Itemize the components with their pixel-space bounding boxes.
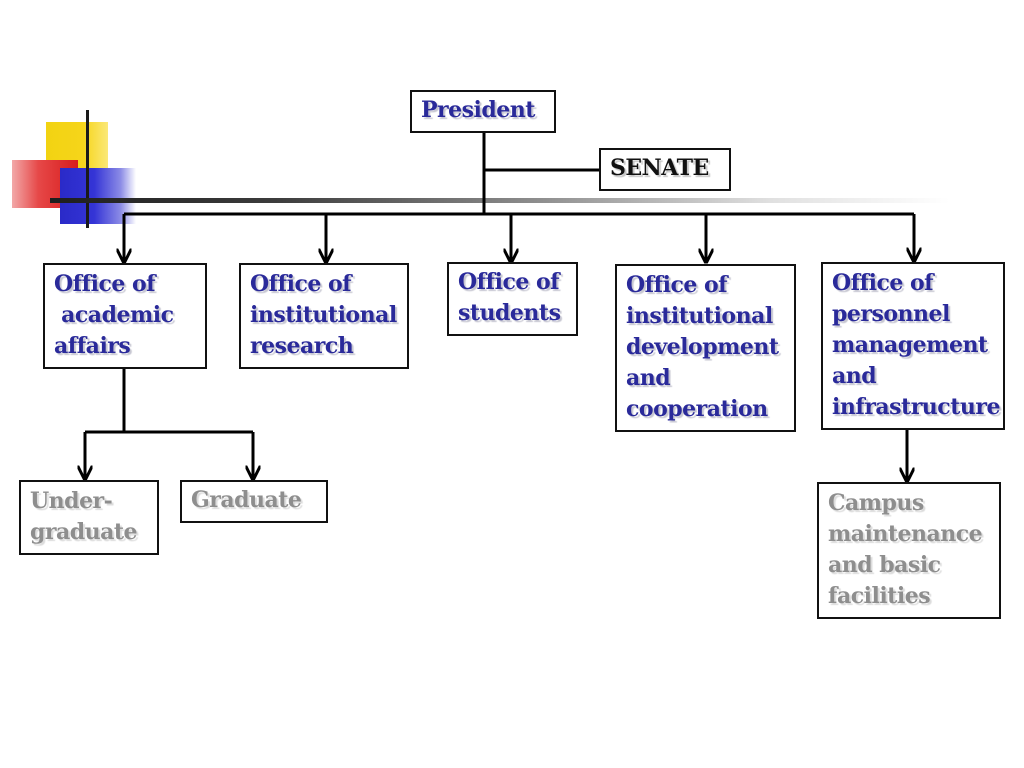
office-personnel-management-box: Office of personnel management and infra… (821, 262, 1005, 430)
office-students-box: Office of students (447, 262, 578, 336)
office-institutional-development-box: Office of institutional development and … (615, 264, 796, 432)
office-institutional-research-box: Office of institutional research (239, 263, 409, 369)
office-academic-affairs-box: Office of academic affairs (43, 263, 207, 369)
decorative-horizontal-line (50, 198, 950, 203)
decorative-vertical-line (86, 110, 89, 228)
senate-box: SENATE (599, 148, 731, 191)
graduate-box: Graduate (180, 480, 328, 523)
president-box: President (410, 90, 556, 133)
undergraduate-box: Under- graduate (19, 480, 159, 555)
campus-maintenance-box: Campus maintenance and basic facilities (817, 482, 1001, 619)
